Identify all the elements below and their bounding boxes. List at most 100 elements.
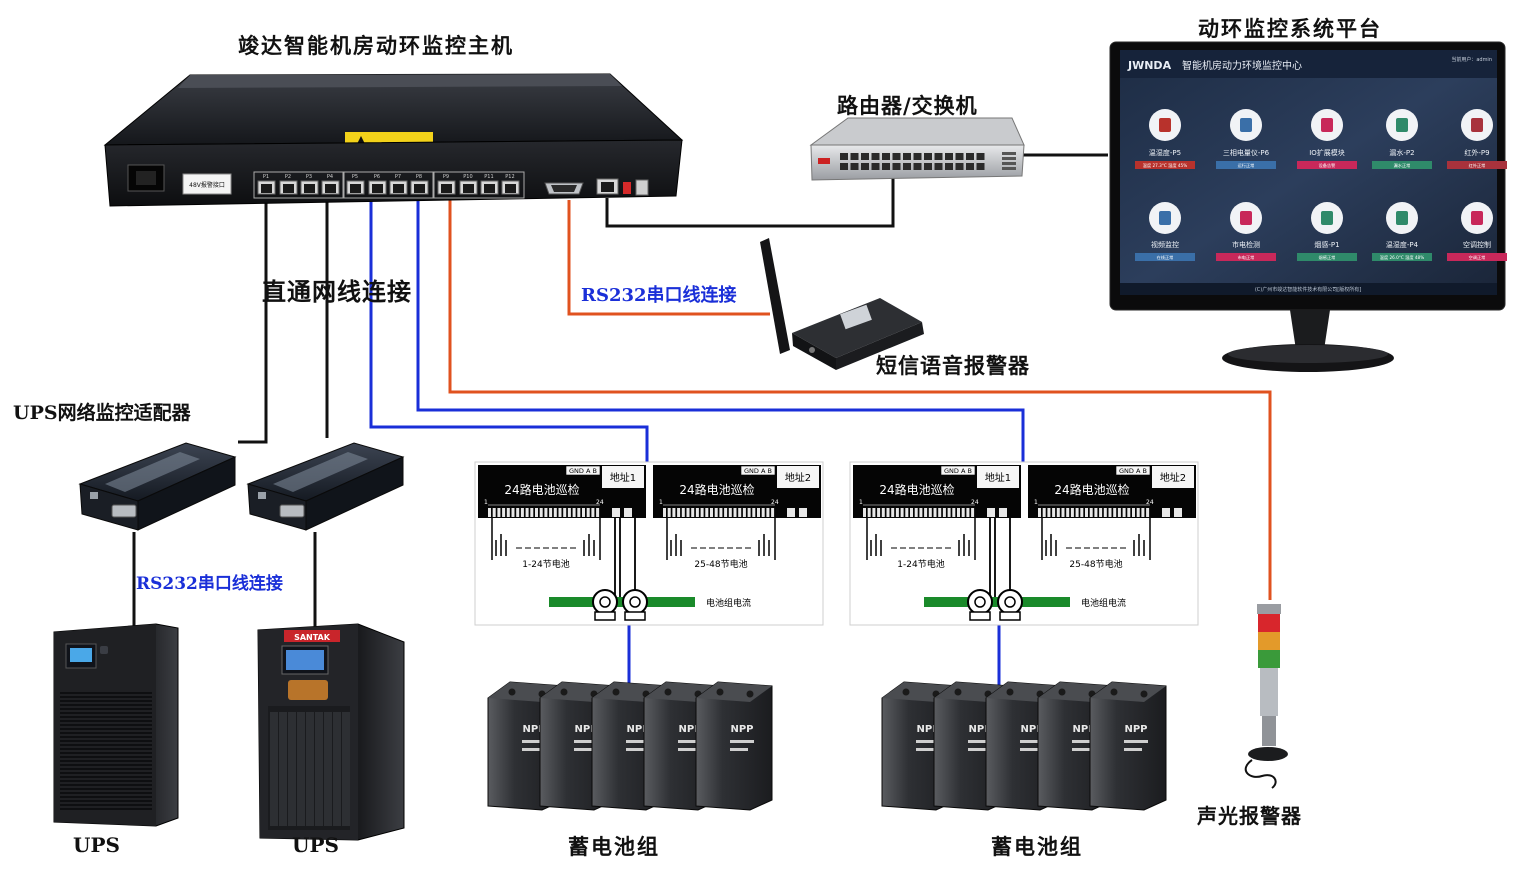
tile-status-text: 运行正常 [1238, 162, 1255, 169]
ups1-vents [60, 690, 152, 812]
bms-range-start: 1 [659, 499, 663, 506]
bms-terminal-pin [733, 508, 737, 517]
bms-bus-cable-2 [416, 196, 1025, 462]
antenna [760, 238, 790, 354]
beacon-cable [1244, 759, 1277, 789]
ups2-buttons [288, 680, 328, 700]
bms-terminal-pin [766, 508, 770, 517]
sms-top [792, 298, 922, 358]
adapter-rj45-port [258, 492, 266, 499]
bms-battery-range: 25-48节电池 [1069, 558, 1122, 570]
bms-module-title: 24路电池巡检 [1054, 482, 1129, 497]
bms-terminal-pin [738, 508, 742, 517]
bms-terminal-pin [728, 508, 732, 517]
battery-brand: NPP [626, 724, 649, 735]
bms-terminal-pin [520, 508, 524, 517]
bms-terminal-pin [928, 508, 932, 517]
tile-status-text: 漏水正常 [1394, 162, 1411, 169]
battery-brand: NPP [1072, 724, 1095, 735]
ups2-brand-plate [284, 630, 340, 642]
tile-label: 视频监控 [1151, 240, 1179, 249]
bms-terminal-pin [714, 508, 718, 517]
bms-ct-terminal [999, 508, 1007, 517]
bms-terminal-pin [877, 508, 881, 517]
router-port [934, 163, 943, 170]
bms-terminal-pin [1141, 508, 1145, 517]
bms-terminal-pin [957, 508, 960, 517]
bms-terminal-pin [572, 508, 576, 517]
ups1-label: UPS [73, 833, 120, 857]
tile-label: 漏水-P2 [1389, 148, 1414, 157]
bms-terminal-pin [1047, 508, 1051, 517]
bms-address-box [777, 466, 819, 488]
battery-cell: NPP [1089, 681, 1167, 811]
adapter-db9-port [111, 504, 137, 518]
bms-terminal-header [940, 465, 976, 476]
battery-brand: NPP [574, 724, 597, 735]
router-port [955, 163, 964, 170]
battery-terminal [954, 688, 962, 696]
router-port [840, 163, 848, 170]
tile-label: IO扩展模块 [1309, 148, 1345, 157]
router-sfp-slot [1002, 167, 1016, 170]
battery-terminal [716, 688, 724, 696]
battery-body [1089, 681, 1167, 811]
rj45-port-slot [463, 184, 474, 193]
bms-terminal-pin [492, 508, 496, 517]
router-port [903, 163, 911, 170]
tile-status-bar [1372, 253, 1432, 261]
ups2-fin [297, 712, 305, 826]
bms-terminal-pin [563, 508, 567, 517]
router-port [945, 153, 953, 160]
bms-terminal-pin [488, 508, 491, 517]
bms-address-box [977, 466, 1019, 488]
bms-terminal-pin [1146, 508, 1150, 517]
battery-label-line [1020, 748, 1038, 751]
bms-address-box [1152, 466, 1194, 488]
ups2-fin [306, 712, 314, 826]
battery-label-line [916, 740, 940, 743]
battery-label-line [1020, 740, 1044, 743]
router-port [955, 153, 964, 160]
bms-terminal-pin [1089, 508, 1093, 517]
bms-terminal-pin [710, 508, 713, 517]
bms-terminal-pin [719, 508, 723, 517]
battery-brand: NPP [916, 724, 939, 735]
bms-ct-terminal [1174, 508, 1182, 517]
bms-terminal-pin [596, 508, 600, 517]
rj45-port-slot [325, 184, 336, 193]
bms-terminal-pin [867, 508, 871, 517]
bms-terminal-header [1115, 465, 1151, 476]
bms-terminal-pin [672, 508, 676, 517]
router-port [871, 163, 880, 170]
rj45-port-slot [505, 184, 516, 193]
bms-ct-terminal [612, 508, 620, 517]
rj45-port-slot [350, 184, 361, 193]
battery-top [696, 682, 772, 702]
bms-terminal-pin [1056, 508, 1060, 517]
ups2-fin [279, 712, 287, 826]
bms-ct-terminal [1162, 508, 1170, 517]
battery-bank2-label: 蓄电池组 [991, 834, 1083, 859]
bms-address: 地址1 [610, 471, 636, 484]
battery-label-line [1072, 740, 1096, 743]
battery-label-line [522, 740, 546, 743]
beacon-green [1258, 650, 1280, 668]
tile-status-bar [1216, 253, 1276, 261]
screen-user-text: 当前用户：admin [1451, 56, 1492, 63]
sms-alarm-label: 短信语音报警器 [876, 353, 1030, 378]
router-port [892, 163, 901, 170]
tile-status-bar [1135, 161, 1195, 169]
bms-terminal-pin [1070, 508, 1074, 517]
ups1-button [100, 646, 108, 654]
straight-cable-label: 直通网线连接 [262, 277, 412, 306]
bms-terminal-pin [942, 508, 946, 517]
sound-light-alarm [1244, 604, 1288, 789]
usb-port [635, 179, 649, 196]
